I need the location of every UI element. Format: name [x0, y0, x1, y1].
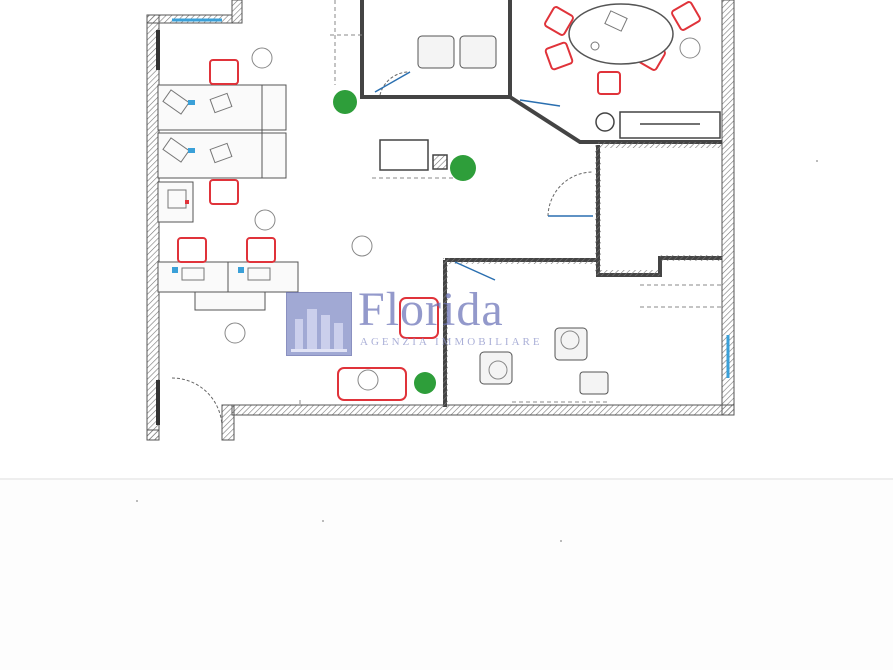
scan-speck — [816, 160, 818, 162]
agency-watermark: Florida AGENZIA IMMOBILIARE — [286, 283, 576, 360]
desks-left — [157, 84, 299, 311]
door-room-arc — [379, 71, 411, 96]
scan-speck — [322, 520, 324, 522]
doors — [171, 71, 594, 429]
desk-items — [162, 89, 271, 281]
building-logo-icon — [286, 292, 352, 356]
dashed-guides — [299, 0, 722, 407]
desk-row-1 — [157, 84, 287, 131]
floor-plan — [146, 0, 735, 441]
watermark-subtitle: AGENZIA IMMOBILIARE — [360, 336, 543, 348]
wall-bottom — [231, 404, 735, 416]
plants — [333, 90, 476, 394]
wall-bottom-step — [221, 404, 235, 441]
armchairs — [417, 35, 609, 395]
people — [224, 37, 701, 391]
desk-return — [194, 291, 266, 311]
floor-plan-area: Florida AGENZIA IMMOBILIARE — [146, 0, 735, 441]
door-service-arc — [547, 171, 594, 217]
chair-3 — [177, 237, 207, 263]
internal-wall-hatch — [443, 142, 722, 407]
sofa — [337, 367, 407, 401]
windows — [156, 18, 730, 425]
wall-bottom-left-corner — [146, 429, 160, 441]
scan-speck — [560, 540, 562, 542]
chairs — [177, 1, 701, 401]
chair-1 — [209, 59, 239, 85]
desk-accents — [172, 100, 244, 273]
chair-2 — [209, 179, 239, 205]
scan-speck — [136, 500, 138, 502]
table-items — [590, 10, 628, 51]
reception — [379, 139, 448, 171]
watermark-title: Florida — [358, 283, 504, 336]
door-entrance-arc — [171, 377, 223, 429]
wall-left — [146, 14, 160, 441]
wall-top-notch — [231, 0, 243, 24]
sideboard — [595, 111, 721, 139]
desk-row-2 — [157, 132, 287, 179]
scan-edge — [0, 478, 893, 480]
meeting-table — [568, 3, 674, 65]
chair-4 — [246, 237, 276, 263]
door-leaves — [374, 71, 593, 281]
